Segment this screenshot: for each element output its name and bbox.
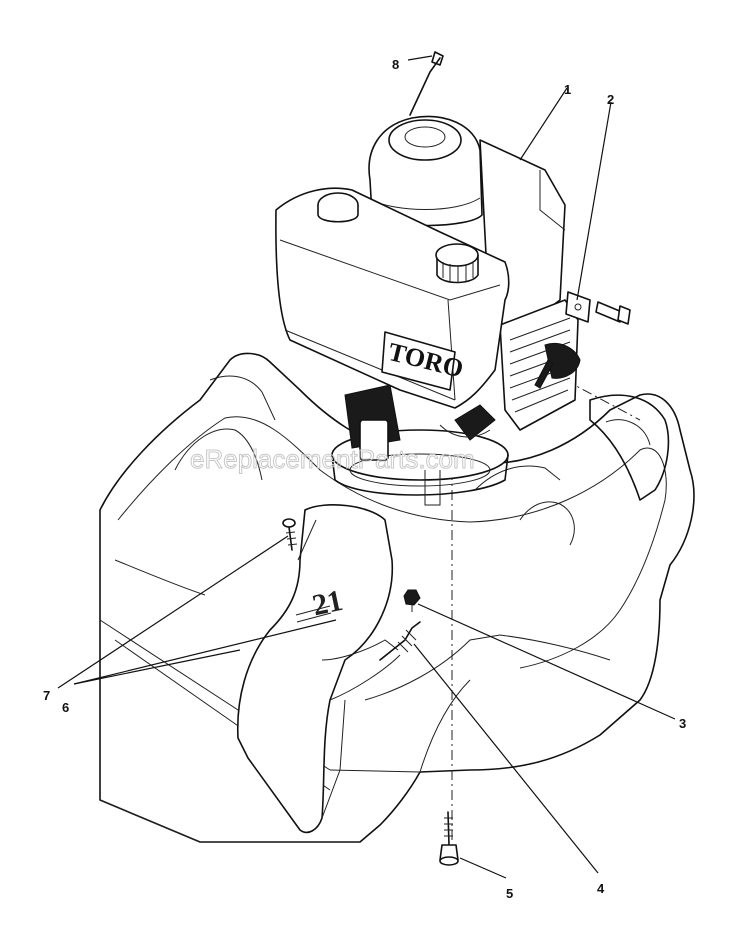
callout-5: 5 xyxy=(506,886,513,901)
mount-axis-line xyxy=(564,379,641,421)
leader-line-6a xyxy=(73,649,241,685)
leader-line-2 xyxy=(576,101,612,301)
spring-4 xyxy=(379,621,421,661)
dipstick-tube xyxy=(409,51,444,116)
leader-line-6b xyxy=(73,619,337,685)
leader-line-8 xyxy=(407,55,433,61)
watermark: eReplacementParts.com xyxy=(190,444,475,474)
callout-4: 4 xyxy=(597,881,605,896)
callout-1: 1 xyxy=(564,82,571,97)
leader-line-4 xyxy=(413,643,599,874)
bolt-5 xyxy=(439,811,459,866)
callout-3: 3 xyxy=(679,716,686,731)
logo-plate xyxy=(381,331,456,391)
leader-line-3 xyxy=(417,603,676,720)
callout-2: 2 xyxy=(607,92,614,107)
callout-7: 7 xyxy=(43,688,50,703)
nut-3 xyxy=(403,589,421,612)
deck-size-badge: 21 xyxy=(309,584,345,623)
callout-8: 8 xyxy=(392,57,399,72)
bracket-and-bolt xyxy=(565,291,631,325)
mower-deck xyxy=(99,352,695,843)
screw-7 xyxy=(282,518,298,551)
callout-6: 6 xyxy=(62,700,69,715)
leader-line-1 xyxy=(519,87,568,161)
engine: TORO xyxy=(275,115,581,506)
leader-line-5 xyxy=(459,857,507,879)
deflector-guard: 21 xyxy=(236,504,401,834)
leader-line-7 xyxy=(57,535,289,689)
